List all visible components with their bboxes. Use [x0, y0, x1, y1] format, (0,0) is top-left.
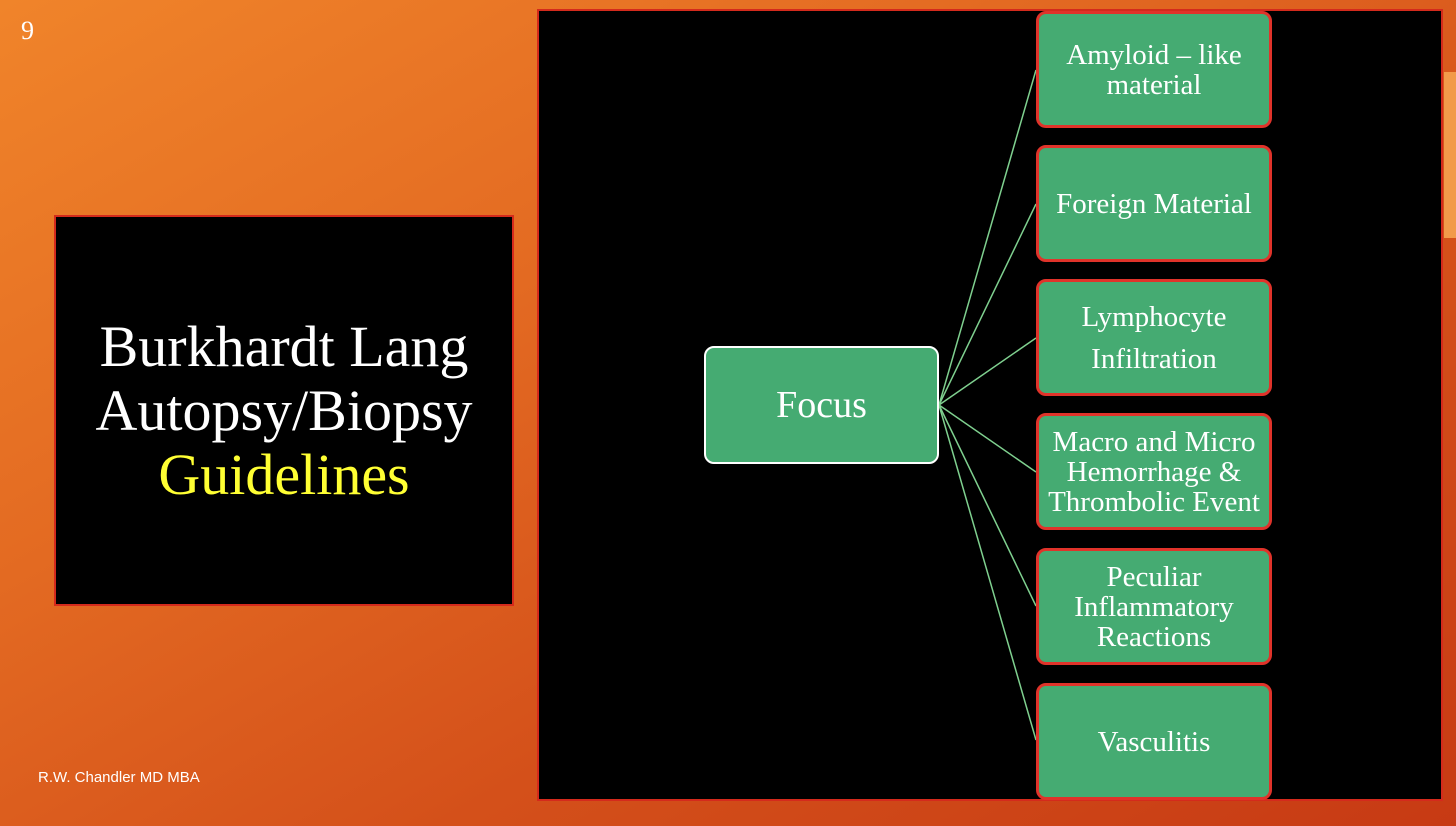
edge-accent-bar	[1444, 72, 1456, 238]
branch-label: Foreign Material	[1056, 187, 1252, 220]
connector-2	[938, 203, 1037, 406]
branch-lymphocyte-infiltration: Lymphocyte Infiltration	[1036, 279, 1272, 396]
connector-5	[938, 404, 1037, 607]
title-box: Burkhardt Lang Autopsy/Biopsy Guidelines	[54, 215, 514, 606]
title-accent: Guidelines	[158, 441, 410, 507]
branch-label: Lymphocyte Infiltration	[1081, 300, 1227, 375]
connector-6	[938, 404, 1037, 741]
slide-number: 9	[21, 16, 34, 45]
branch-inflammatory-reactions: Peculiar Inflammatory Reactions	[1036, 548, 1272, 665]
branch-foreign-material: Foreign Material	[1036, 145, 1272, 262]
branch-label: Vasculitis	[1097, 725, 1211, 758]
connector-4	[938, 404, 1037, 473]
focus-node: Focus	[704, 346, 939, 464]
title-line-2: Autopsy/Biopsy	[95, 377, 473, 443]
branch-label: Macro and Micro Hemorrhage & Thrombolic …	[1048, 425, 1260, 518]
diagram-panel	[537, 9, 1443, 801]
title-line-1: Burkhardt Lang	[99, 313, 469, 379]
branch-label: Amyloid – like material	[1066, 38, 1242, 101]
author-credit: R.W. Chandler MD MBA	[38, 769, 200, 786]
branch-amyloid: Amyloid – like material	[1036, 11, 1272, 128]
connector-3	[938, 337, 1037, 406]
branch-label: Peculiar Inflammatory Reactions	[1074, 560, 1234, 653]
branch-vasculitis: Vasculitis	[1036, 683, 1272, 800]
connector-1	[938, 69, 1037, 406]
branch-hemorrhage: Macro and Micro Hemorrhage & Thrombolic …	[1036, 413, 1272, 530]
